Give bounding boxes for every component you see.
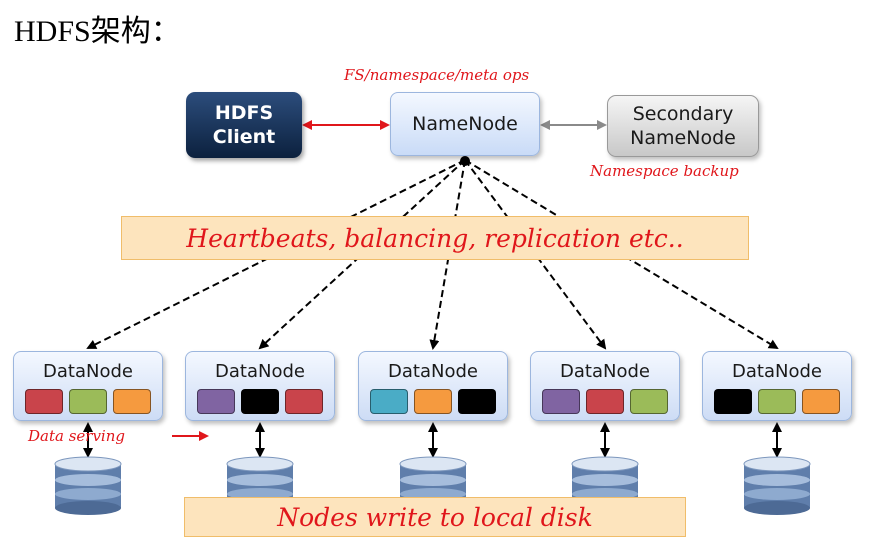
heartbeat-link-2 (258, 159, 466, 350)
datanode-label: DataNode (215, 361, 305, 382)
datanode-1: DataNode (13, 351, 163, 421)
datanode-label: DataNode (560, 361, 650, 382)
namespace-backup-note: Namespace backup (590, 162, 739, 180)
disk-links (83, 422, 782, 458)
secondary-namenode: Secondary NameNode (607, 95, 759, 157)
data-block-orange (414, 389, 452, 414)
page-title: HDFS架构： (14, 15, 181, 48)
local-disk-banner-text: Nodes write to local disk (277, 502, 593, 532)
datanode-label: DataNode (43, 361, 133, 382)
data-serving-note: Data serving (28, 427, 125, 445)
datanode-4: DataNode (530, 351, 680, 421)
client-label-line1: HDFS (214, 102, 274, 124)
data-block-red (25, 389, 63, 414)
data-block-purple (197, 389, 235, 414)
heartbeat-link-4 (464, 159, 607, 350)
data-block-red (285, 389, 323, 414)
block-row (370, 389, 496, 414)
datanode-label: DataNode (388, 361, 478, 382)
secondary-label-line1: Secondary (632, 103, 734, 125)
disk-icon (54, 456, 122, 515)
namenode-label: NameNode (412, 113, 518, 135)
data-block-orange (802, 389, 840, 414)
heartbeat-link-3 (429, 159, 466, 350)
block-row (714, 389, 840, 414)
data-block-black (714, 389, 752, 414)
data-block-green (758, 389, 796, 414)
local-disk-banner: Nodes write to local disk (184, 497, 686, 537)
secondary-label-line2: NameNode (630, 127, 736, 149)
client-label-line2: Client (212, 126, 276, 148)
data-block-teal (370, 389, 408, 414)
block-row (25, 389, 151, 414)
data-block-green (69, 389, 107, 414)
fs-ops-note: FS/namespace/meta ops (344, 66, 530, 84)
heartbeats-banner: Heartbeats, balancing, replication etc.. (121, 216, 749, 260)
datanode-label: DataNode (732, 361, 822, 382)
heartbeats-banner-text: Heartbeats, balancing, replication etc.. (186, 223, 684, 253)
block-row (542, 389, 668, 414)
data-block-purple (542, 389, 580, 414)
data-block-black (458, 389, 496, 414)
hdfs-client-node: HDFS Client (186, 92, 302, 158)
data-block-red (586, 389, 624, 414)
namenode: NameNode (390, 92, 540, 156)
data-block-orange (113, 389, 151, 414)
data-block-green (630, 389, 668, 414)
datanode-2: DataNode (185, 351, 335, 421)
datanode-5: DataNode (702, 351, 852, 421)
namenode-hub (460, 156, 470, 166)
disk-icon (743, 456, 811, 515)
data-block-black (241, 389, 279, 414)
block-row (197, 389, 323, 414)
datanode-3: DataNode (358, 351, 508, 421)
